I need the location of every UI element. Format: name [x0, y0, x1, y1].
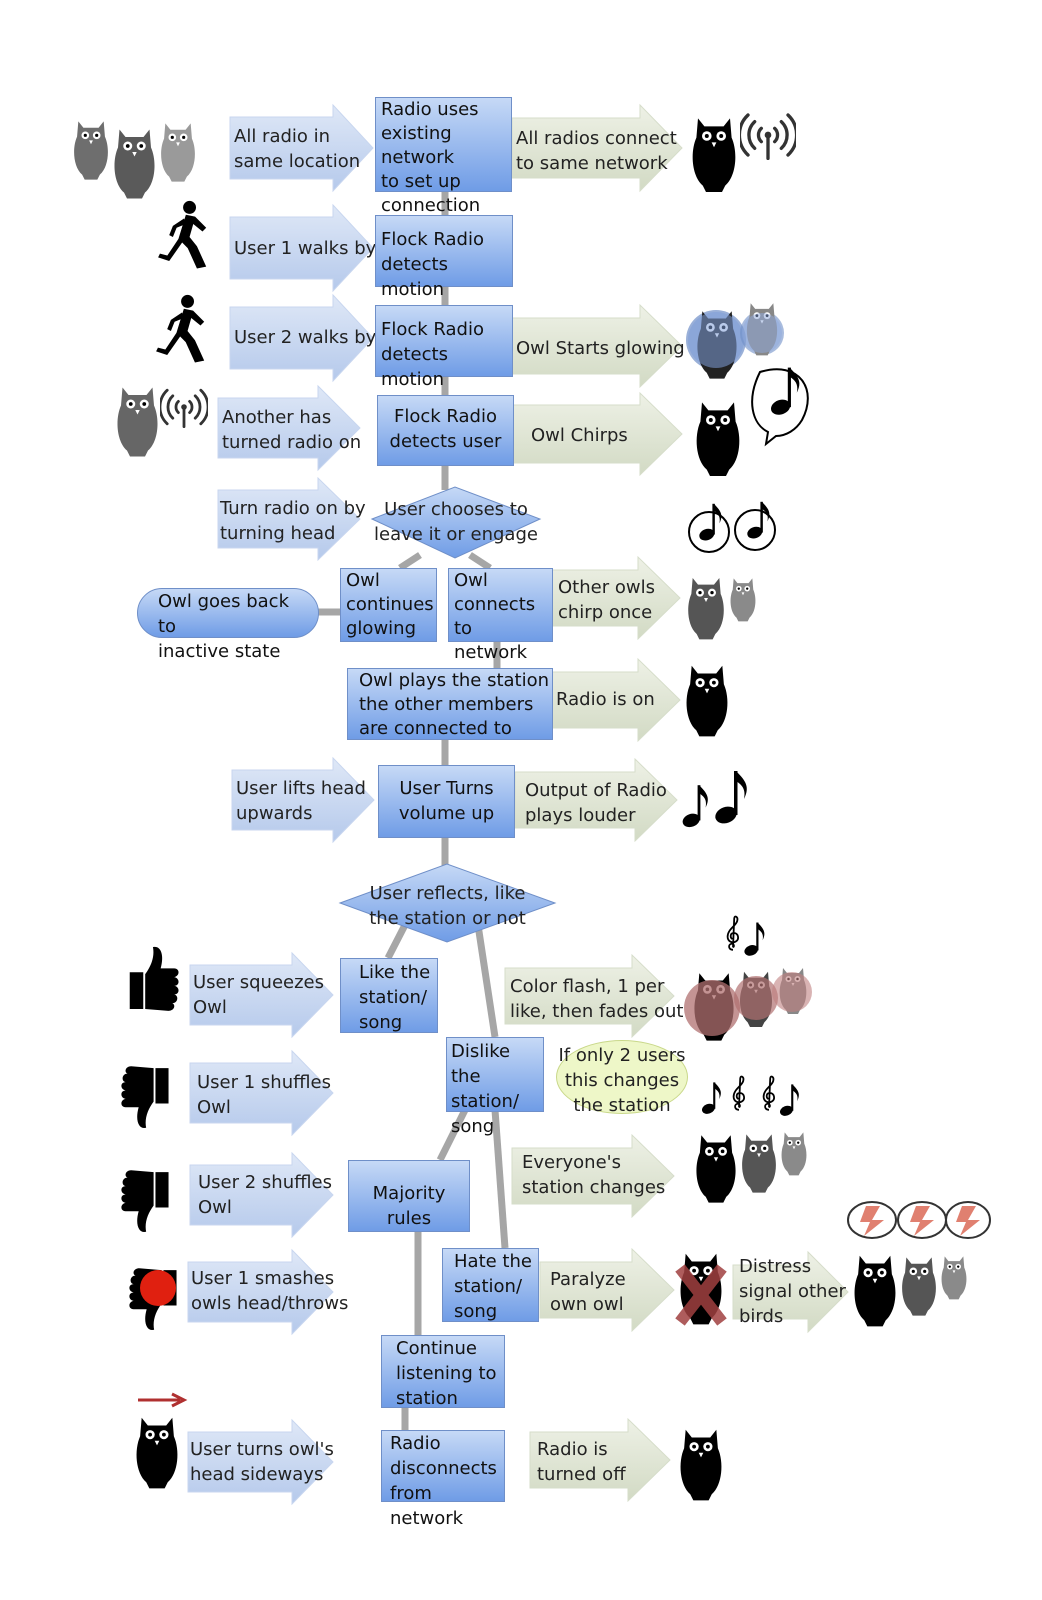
thumbs-down-icon — [121, 1170, 169, 1233]
label-owl-starts-glowing: Owl Starts glowing — [516, 338, 685, 359]
label-color-flash: Color flash, 1 per like, then fades out — [510, 976, 684, 1022]
lightning-icon — [847, 1201, 991, 1239]
connector-lines — [318, 192, 509, 1430]
process-radio-disconnects: Radio disconnects from network — [381, 1430, 505, 1529]
owl-icon — [854, 1255, 967, 1327]
sideways-arrow-icon — [138, 1392, 188, 1408]
process-volume-up: User Turns volume up — [378, 765, 515, 838]
process-flock-detects-user: Flock Radio detects user — [377, 395, 514, 466]
thumbs-down-icon — [129, 1268, 177, 1331]
owl-icon — [692, 118, 736, 192]
label-owl-chirps: Owl Chirps — [531, 425, 628, 446]
label-distress-signal: Distress signal other birds — [739, 1256, 846, 1327]
process-owl-plays-station: Owl plays the station the other members … — [347, 668, 553, 740]
process-owl-connects-network: Owl connects to network — [448, 568, 553, 663]
treble-clef-icon — [700, 1075, 799, 1118]
music-note-icon — [688, 501, 776, 553]
owl-icon — [686, 303, 784, 379]
label-paralyze-own-owl: Paralyze own owl — [550, 1269, 626, 1315]
label-radio-is-on: Radio is on — [556, 689, 655, 710]
label-user-turns-owl-head-sideways: User turns owl's head sideways — [190, 1439, 334, 1485]
label-user1-smashes-owl: User 1 smashes owls head/throws — [191, 1268, 349, 1314]
process-flock-detects-motion-1: Flock Radio detects motion — [375, 215, 513, 300]
owl-icon — [136, 1417, 178, 1489]
x-mark-icon — [675, 1264, 727, 1326]
note-if-only-2-users: If only 2 users this changes the station — [556, 1040, 688, 1116]
label-all-radios-connect: All radios connect to same network — [516, 128, 677, 174]
owl-icon — [74, 121, 195, 199]
input-arrows — [187, 103, 375, 1506]
decision-user-chooses-label: User chooses to leave it or engage — [374, 499, 538, 545]
walker-icon — [158, 200, 207, 269]
label-turn-radio-on-by-turning-head: Turn radio on by turning head — [220, 498, 366, 544]
label-another-turned-radio-on: Another has turned radio on — [222, 407, 362, 453]
owl-icon — [675, 1253, 727, 1326]
thumbs-up-icon — [129, 946, 179, 1011]
label-user1-shuffles-owl: User 1 shuffles Owl — [197, 1072, 331, 1118]
owl-icon — [680, 1429, 722, 1501]
owl-icon — [730, 578, 756, 622]
label-user-lifts-head: User lifts head upwards — [236, 778, 366, 824]
label-all-radio-same-location: All radio in same location — [234, 126, 361, 172]
output-arrows — [504, 103, 849, 1503]
treble-clef-icon — [726, 915, 765, 958]
process-owl-continues-glowing: Owl continues glowing — [340, 568, 437, 642]
owl-icon — [684, 968, 812, 1041]
label-output-louder: Output of Radio plays louder — [525, 780, 667, 826]
label-other-owls-chirp: Other owls chirp once — [558, 577, 655, 623]
process-radio-uses-network: Radio uses existing network to set up co… — [375, 97, 512, 216]
owl-icon — [696, 1132, 807, 1203]
owl-icon — [117, 387, 158, 457]
decision-user-reflects-label: User reflects, like the station or not — [369, 883, 526, 929]
decision-diamond-engage — [370, 486, 542, 559]
label-radio-turned-off: Radio is turned off — [537, 1439, 626, 1485]
label-everyone-station-changes: Everyone's station changes — [522, 1152, 666, 1198]
wifi-icon — [160, 388, 208, 428]
terminal-owl-back-inactive: Owl goes back to inactive state — [137, 588, 319, 662]
music-note-icon — [751, 367, 809, 447]
label-user-squeezes-owl: User squeezes Owl — [193, 972, 325, 1018]
process-like-station: Like the station/ song — [340, 958, 438, 1033]
process-flock-detects-motion-2: Flock Radio detects motion — [375, 305, 513, 390]
thumbs-down-icon — [121, 1066, 169, 1129]
label-user2-walks-by: User 2 walks by — [234, 327, 377, 348]
label-user2-shuffles-owl: User 2 shuffles Owl — [198, 1172, 332, 1218]
decision-diamond-like — [338, 863, 557, 943]
process-continue-listening: Continue listening to station — [381, 1335, 505, 1409]
owl-icon — [686, 665, 728, 737]
wifi-icon — [740, 113, 796, 160]
walker-icon — [156, 294, 205, 363]
process-majority-rules: Majority rules — [348, 1160, 470, 1232]
owl-icon — [688, 578, 724, 640]
label-user1-walks-by: User 1 walks by — [234, 238, 377, 259]
music-note-icon — [680, 771, 747, 830]
process-dislike-station: Dislike the station/ song — [446, 1037, 544, 1137]
process-hate-station: Hate the station/ song — [442, 1248, 539, 1322]
owl-icon — [696, 402, 740, 476]
